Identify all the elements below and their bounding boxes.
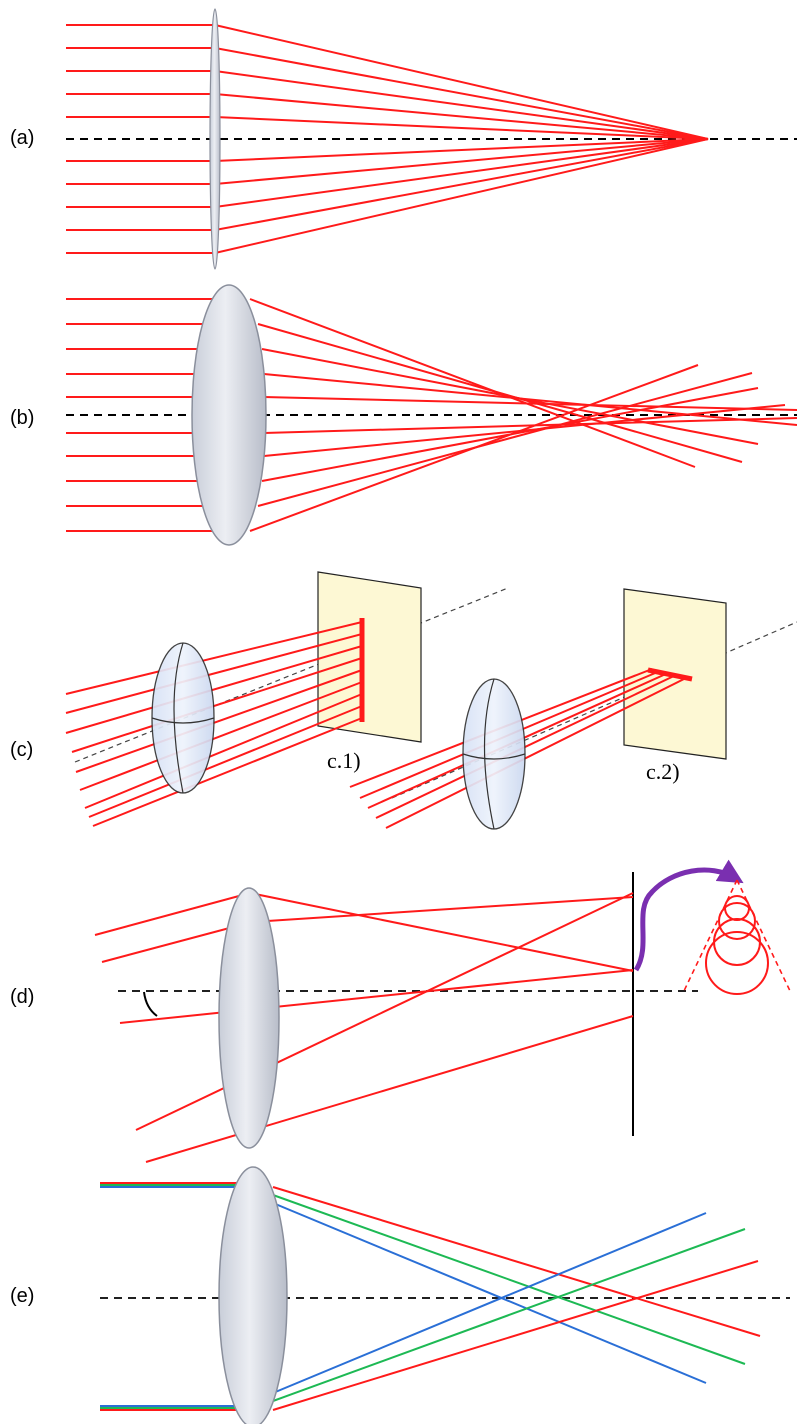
field-angle-arc bbox=[143, 991, 158, 1017]
oblique-rays bbox=[94, 892, 634, 1163]
lens bbox=[218, 1166, 288, 1424]
subfigure-label-c1: c.1) bbox=[327, 748, 361, 773]
optical-axis-c1 bbox=[74, 587, 509, 763]
converging-rays bbox=[214, 24, 709, 254]
panel-a: (a) bbox=[10, 8, 797, 270]
chromatic-rays bbox=[272, 1186, 761, 1411]
incoming-rays bbox=[100, 1182, 240, 1411]
panel-d-label: (d) bbox=[10, 986, 34, 1008]
red-ray-upper bbox=[272, 1186, 761, 1337]
subfigure-label-c2: c.2) bbox=[646, 759, 680, 784]
panel-d: (d) bbox=[10, 859, 792, 1163]
green-ray-upper bbox=[272, 1194, 746, 1365]
panel-e-label: (e) bbox=[10, 1285, 34, 1307]
panel-b-label: (b) bbox=[10, 407, 34, 429]
thin-lens bbox=[209, 8, 221, 270]
panel-a-label: (a) bbox=[10, 127, 34, 149]
lens-c2 bbox=[462, 678, 526, 830]
thick-lens bbox=[191, 284, 267, 546]
blue-ray-upper bbox=[272, 1202, 707, 1384]
rays-c1 bbox=[65, 621, 363, 827]
green-ray-lower bbox=[272, 1228, 746, 1402]
incoming-rays bbox=[66, 24, 215, 254]
panel-b: (b) bbox=[10, 284, 797, 546]
panel-e: (e) bbox=[10, 1166, 790, 1424]
incoming-rays bbox=[66, 298, 215, 532]
image-screen-c1 bbox=[317, 571, 422, 743]
lens bbox=[218, 887, 280, 1149]
panel-c: (c) c.1) bbox=[10, 571, 797, 830]
panel-c-label: (c) bbox=[10, 739, 33, 761]
curved-arrow-icon bbox=[633, 859, 744, 972]
red-ray-lower bbox=[272, 1260, 759, 1411]
lens-c1 bbox=[151, 642, 215, 794]
overlapping-circles-icon bbox=[682, 879, 792, 995]
optical-axis-c2 bbox=[391, 621, 797, 799]
blue-ray-lower bbox=[272, 1212, 707, 1394]
line-image-c2 bbox=[647, 667, 693, 682]
aberrated-rays bbox=[249, 298, 797, 532]
